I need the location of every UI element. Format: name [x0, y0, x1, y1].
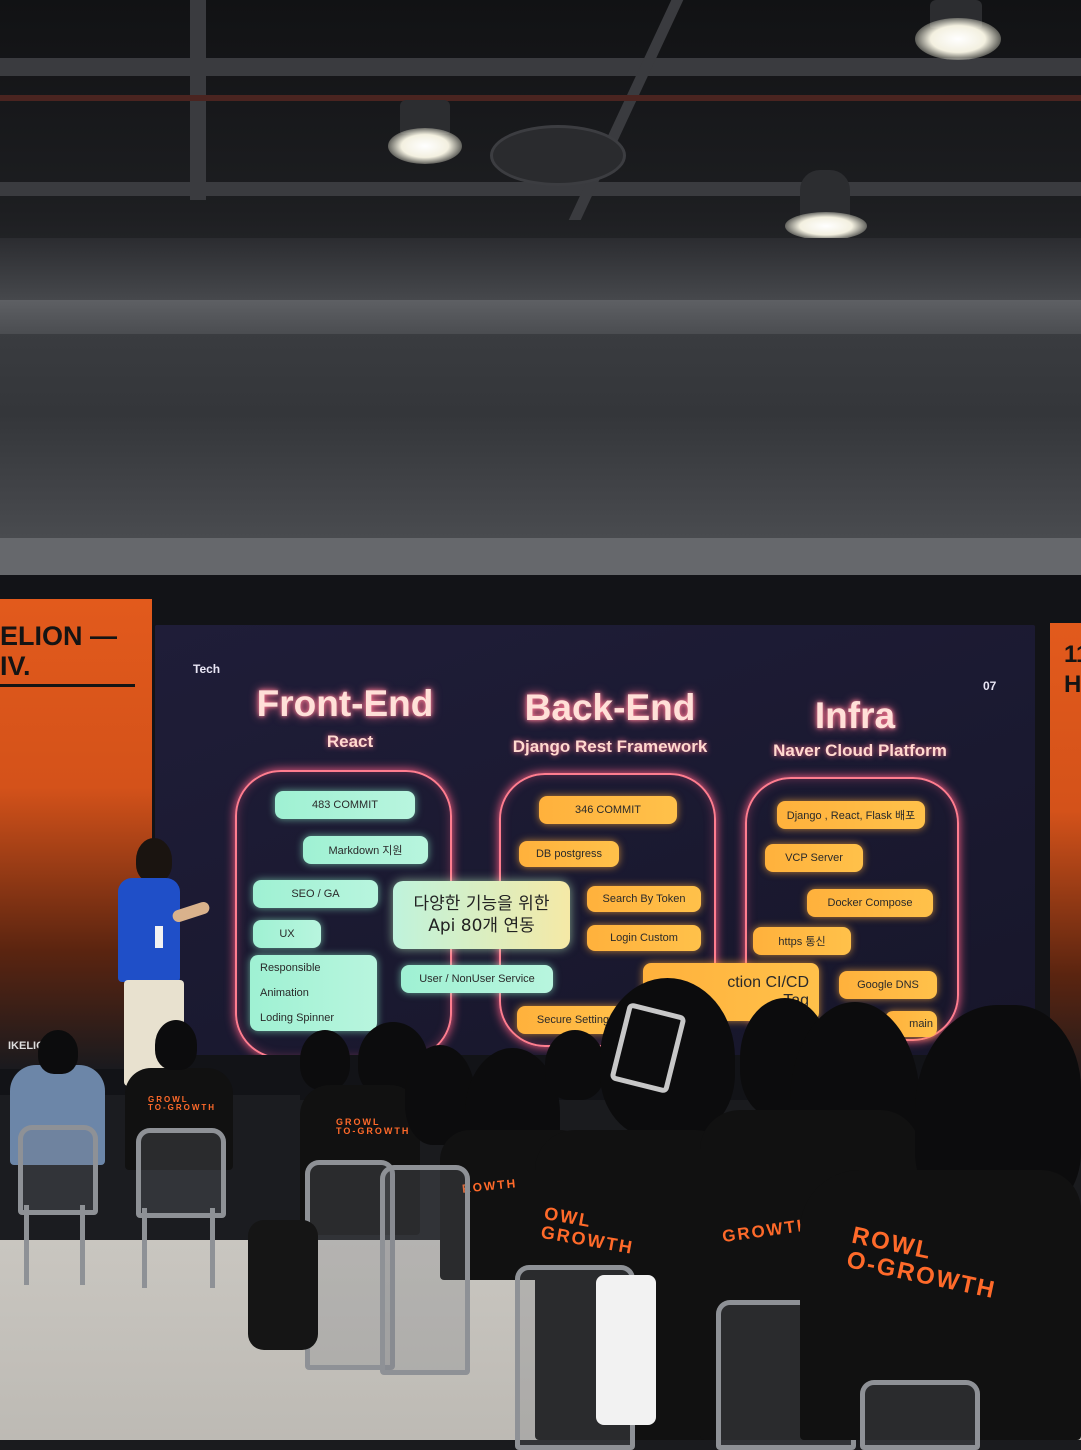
audience-head — [545, 1030, 605, 1100]
chair-leg — [210, 1208, 215, 1288]
ceiling-fan-vent — [490, 125, 626, 186]
api-callout: 다양한 기능을 위한 Api 80개 연동 — [393, 881, 570, 949]
presentation-slide: Tech 07 Front-End React Back-End Django … — [155, 625, 1035, 1055]
backend-item: Login Custom — [587, 925, 701, 951]
ceiling-pipe — [0, 95, 1081, 101]
audience-head — [300, 1030, 350, 1090]
slide-page-number: 07 — [983, 679, 997, 693]
right-banner: 11 H — [1050, 623, 1081, 1093]
shirt-print: GROWL TO-GROWTH — [336, 1117, 411, 1137]
frontend-item: Responsible — [260, 961, 321, 974]
ceiling-lamp — [785, 212, 867, 240]
shirt-print-line: GROWL — [148, 1095, 189, 1104]
backpack — [248, 1220, 318, 1350]
left-banner-text: ELION — — [0, 621, 118, 651]
audience-head — [38, 1030, 78, 1074]
audience-head — [405, 1045, 475, 1145]
speaker-lanyard-badge — [155, 926, 163, 948]
infra-item: Django , React, Flask 배포 — [777, 801, 925, 829]
audience-member — [800, 1170, 1081, 1440]
chair-leg — [24, 1205, 29, 1285]
ceiling-lamp — [388, 128, 462, 164]
chair — [380, 1165, 470, 1375]
white-bag — [596, 1275, 656, 1425]
column-title-frontend: Front-End — [256, 683, 434, 724]
shirt-print: GROWL TO-GROWTH — [148, 1095, 217, 1113]
api-callout-line: 다양한 기능을 위한 — [413, 894, 550, 914]
speaker-shirt — [118, 878, 180, 982]
column-title-infra: Infra — [814, 695, 896, 736]
wall-band — [0, 300, 1081, 334]
ceiling-lamp-hood — [800, 170, 850, 220]
wall-band — [0, 538, 1081, 578]
backend-item: 346 COMMIT — [539, 796, 677, 824]
chair-leg — [142, 1208, 147, 1288]
shirt-print-line: TO-GROWTH — [148, 1103, 217, 1113]
shirt-print-line: TO-GROWTH — [336, 1126, 411, 1137]
infra-item: Docker Compose — [807, 889, 933, 917]
frontend-ux-group: Responsible Animation Loding Spinner — [250, 955, 377, 1031]
right-banner-text: 11 — [1064, 641, 1081, 668]
frontend-item: Loding Spinner — [260, 1012, 335, 1025]
frontend-item: SEO / GA — [253, 880, 378, 908]
infra-item: VCP Server — [765, 844, 863, 872]
banner-rule — [0, 684, 135, 687]
frontend-item: Markdown 지원 — [303, 836, 428, 864]
shirt-print-line: GROWL — [336, 1117, 381, 1127]
audience-head — [600, 978, 735, 1138]
frontend-item: Animation — [260, 986, 309, 999]
infra-item: Google DNS — [839, 971, 937, 999]
left-banner-text: IV. — [0, 651, 31, 681]
infra-item: https 통신 — [753, 927, 851, 955]
audience-member — [125, 1068, 233, 1170]
backend-item: DB postgress — [519, 841, 619, 867]
frontend-item: 483 COMMIT — [275, 791, 415, 819]
ceiling-lamp — [915, 18, 1001, 60]
speaker-head — [136, 838, 172, 882]
audience-member — [10, 1065, 105, 1165]
column-title-backend: Back-End — [524, 687, 696, 728]
audience-head — [155, 1020, 197, 1070]
back-wall — [0, 300, 1081, 585]
chair-leg — [80, 1205, 85, 1285]
column-subtitle-backend: Django Rest Framework — [512, 737, 708, 756]
backend-item: Search By Token — [587, 886, 701, 912]
action-cicd-line: ction CI/CD — [727, 974, 809, 991]
ceiling-soffit — [0, 238, 1081, 300]
slide-section-label: Tech — [193, 662, 221, 676]
backend-item: User / NonUser Service — [401, 965, 553, 993]
column-subtitle-infra: Naver Cloud Platform — [773, 741, 947, 760]
frontend-item: UX — [253, 920, 321, 948]
chair — [860, 1380, 980, 1450]
ceiling — [0, 0, 1081, 300]
ceiling-beam — [0, 58, 1081, 76]
column-subtitle-frontend: React — [326, 732, 374, 751]
chair — [136, 1128, 226, 1218]
chair — [18, 1125, 98, 1215]
right-banner-text: H — [1064, 671, 1081, 698]
api-callout-line: Api 80개 연동 — [428, 916, 535, 936]
